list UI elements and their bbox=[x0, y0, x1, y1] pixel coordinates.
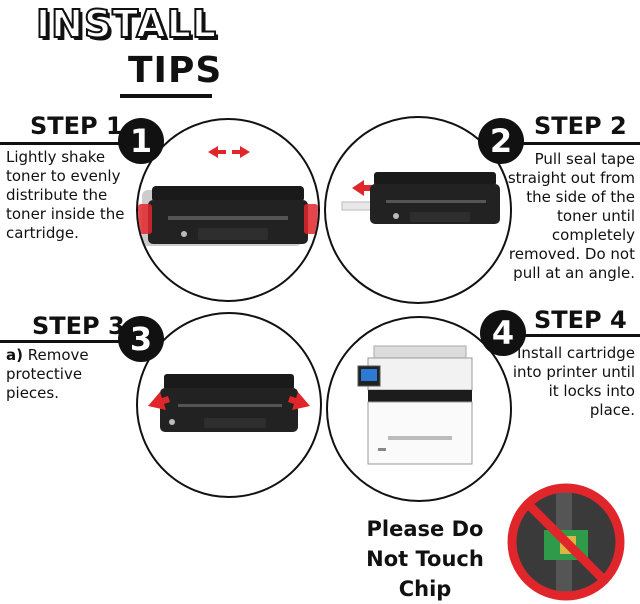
step-2-label: STEP 2 bbox=[534, 112, 627, 140]
step-3-prefix: a) bbox=[6, 346, 23, 364]
title-underline bbox=[120, 94, 212, 98]
step-3-badge: 3 bbox=[118, 316, 164, 362]
step-1-label: STEP 1 bbox=[30, 112, 123, 140]
step-4-rule bbox=[520, 334, 640, 337]
step-4-text: Install cartridge into printer until it … bbox=[512, 344, 635, 419]
step-3-text: a) Remove protective pieces. bbox=[6, 346, 136, 403]
seal-tape-icon bbox=[341, 201, 373, 211]
step-2-badge: 2 bbox=[478, 118, 524, 164]
pull-arrow-icon bbox=[352, 180, 376, 196]
step-4-label: STEP 4 bbox=[534, 306, 627, 334]
step-2-rule bbox=[520, 142, 640, 145]
printer-icon bbox=[357, 345, 473, 465]
step-4-badge: 4 bbox=[480, 310, 526, 356]
title-tips: TIPS bbox=[128, 50, 223, 91]
shake-arrows-icon bbox=[208, 146, 250, 158]
step-1-rule bbox=[0, 142, 122, 145]
pull-tape-illustration bbox=[341, 172, 500, 224]
toner-cartridge-icon bbox=[160, 374, 298, 432]
step-3-body: Remove protective pieces. bbox=[6, 346, 89, 402]
title-install: INSTALL bbox=[35, 1, 218, 47]
chip-warning-text: Please Do Not Touch Chip bbox=[366, 517, 484, 601]
step-3-circle bbox=[136, 312, 322, 498]
step-3-rule bbox=[0, 340, 122, 343]
toner-cartridge-icon bbox=[370, 172, 500, 224]
step-2-text: Pull seal tape straight out from the sid… bbox=[507, 150, 635, 282]
step-4-circle bbox=[326, 316, 512, 502]
shake-toner-illustration bbox=[138, 146, 318, 246]
step-3-label: STEP 3 bbox=[32, 312, 125, 340]
remove-pieces-illustration bbox=[148, 374, 310, 432]
no-touch-chip-icon bbox=[498, 478, 634, 602]
printer-illustration bbox=[357, 345, 473, 465]
step-1-circle bbox=[136, 118, 320, 302]
toner-cartridge-icon bbox=[138, 186, 318, 244]
step-1-text: Lightly shake toner to evenly distribute… bbox=[6, 148, 125, 242]
protective-pieces-arrows-icon bbox=[148, 392, 310, 410]
step-1-badge: 1 bbox=[118, 118, 164, 164]
